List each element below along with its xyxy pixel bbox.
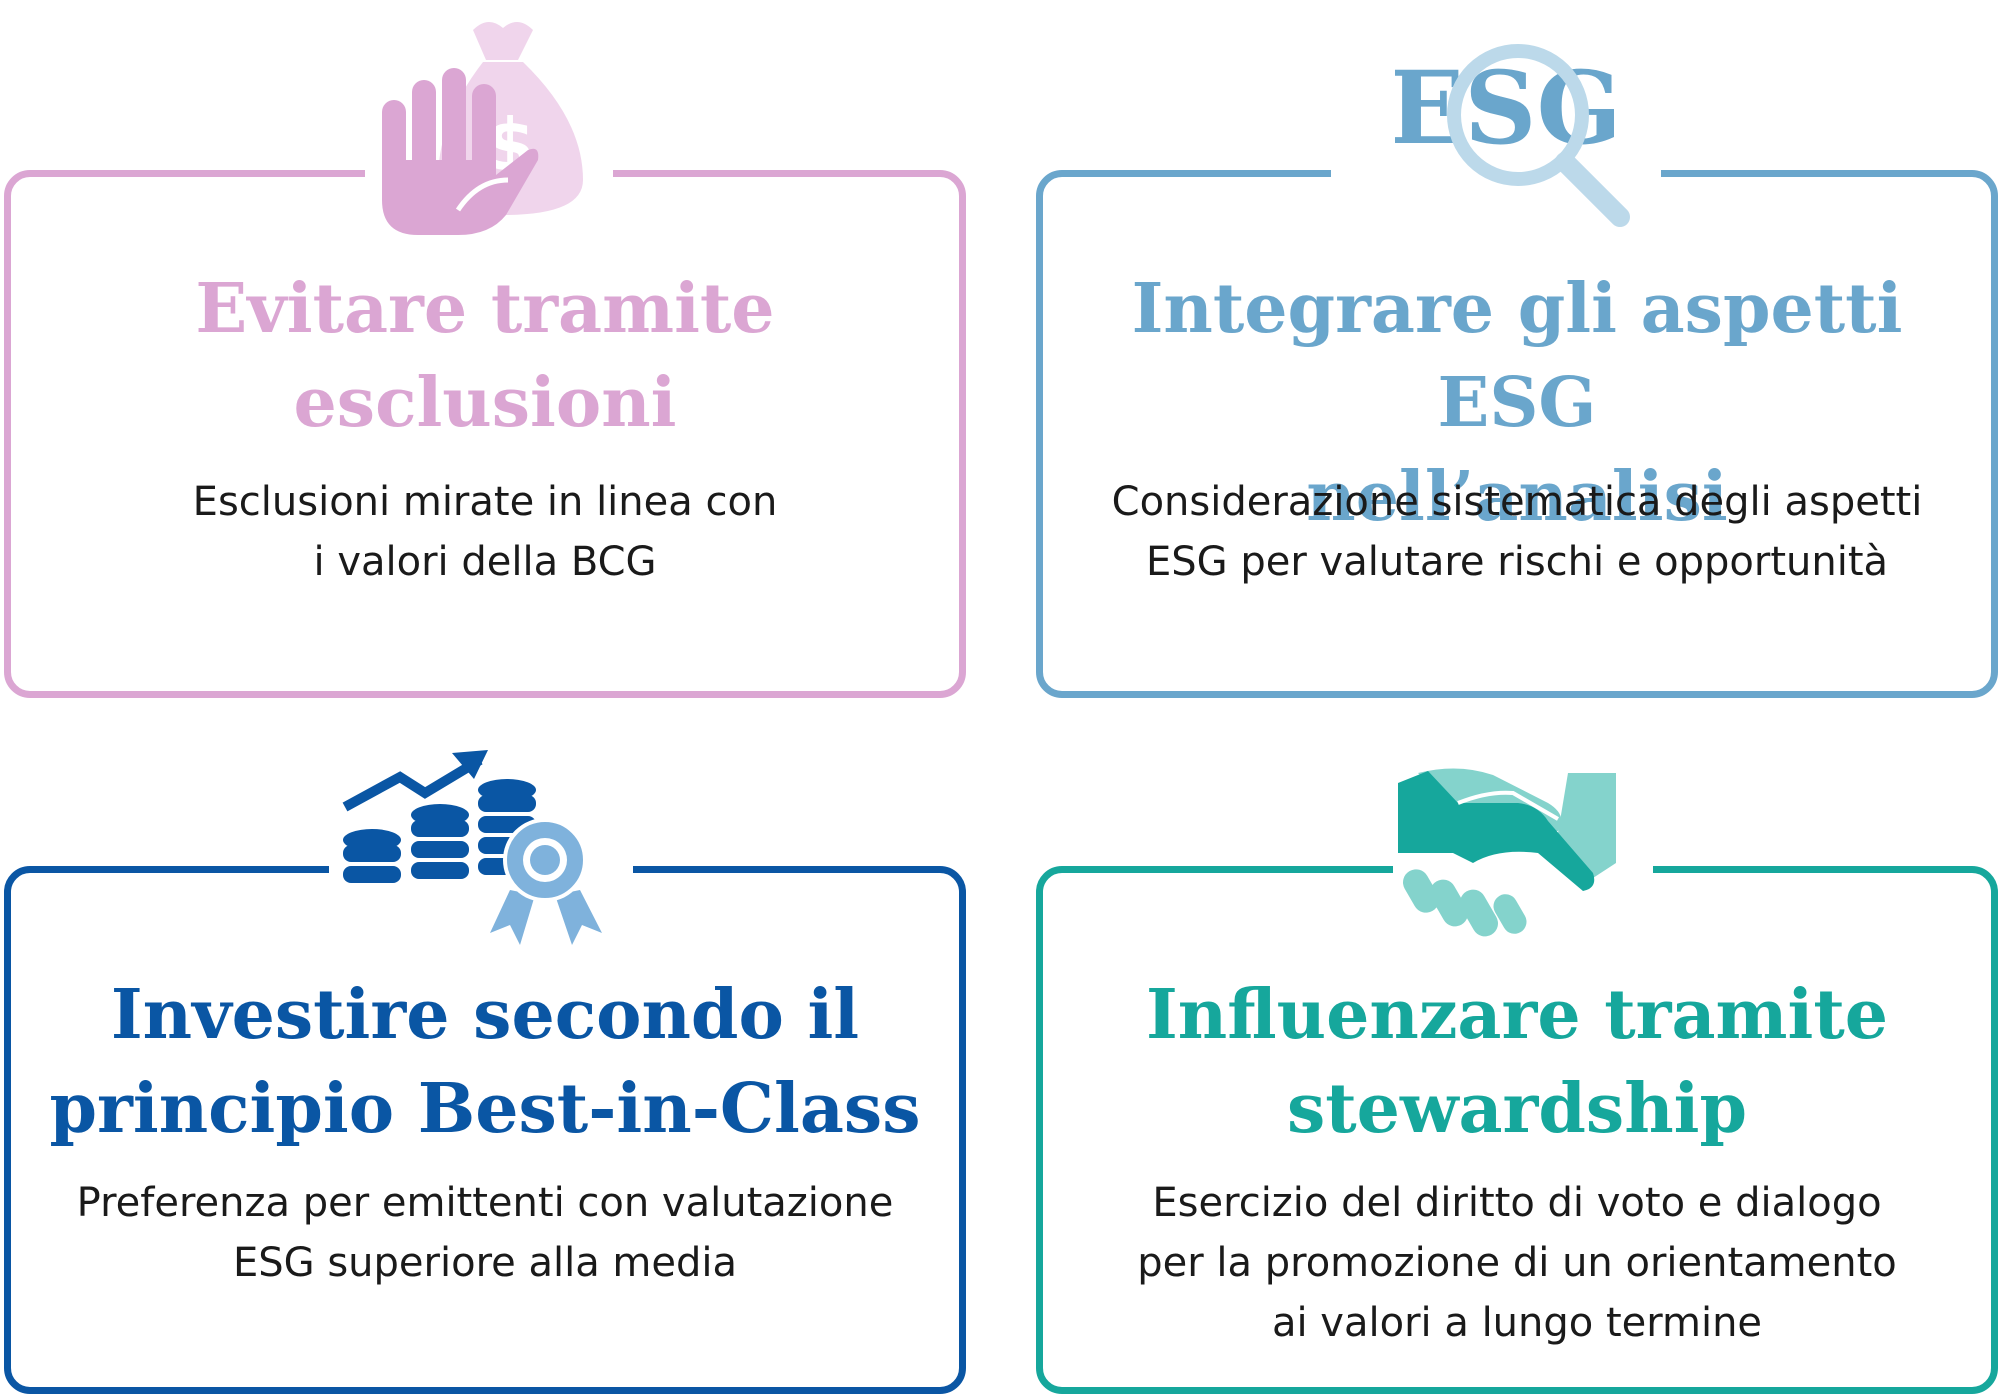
card-description-line-3: ai valori a lungo termine [1271,1300,1763,1346]
coins-growth-award-icon [340,745,630,950]
card-title-line-2: nell’analisi [1306,457,1728,537]
card-description-line-1: Preferenza per emittenti con valutazione [76,1180,894,1226]
card-title-line-1: Investire secondo il [110,975,860,1055]
card-title-line-2: esclusioni [293,363,677,443]
card-description-line-2: ESG per valutare rischi e opportunità [1145,539,1889,585]
card-title: Influenzare tramite stewardship [1043,968,1991,1156]
card-description: Esclusioni mirate in linea con i valori … [11,472,959,592]
card-title: Investire secondo il principio Best-in-C… [11,968,959,1156]
card-description-line-1: Esclusioni mirate in linea con [192,479,778,525]
esg-magnifier-icon: ESG [1388,35,1635,235]
card-description: Esercizio del diritto di voto e dialogo … [1043,1173,1991,1353]
card-description: Considerazione sistematica degli aspetti… [1043,472,1991,592]
card-evitare-tramite-esclusioni: Evitare tramite esclusioni Esclusioni mi… [4,167,966,698]
card-title: Integrare gli aspetti ESG nell’analisi [1043,262,1991,544]
card-description-line-2: i valori della BCG [313,539,657,585]
card-title: Evitare tramite esclusioni [11,262,959,450]
card-integrare-aspetti-esg: Integrare gli aspetti ESG nell’analisi C… [1036,167,1998,698]
card-description: Preferenza per emittenti con valutazione… [11,1173,959,1293]
card-description-line-1: Esercizio del diritto di voto e dialogo [1152,1180,1882,1226]
handshake-icon [1398,763,1618,943]
card-description-line-1: Considerazione sistematica degli aspetti [1111,479,1923,525]
card-investire-best-in-class: Investire secondo il principio Best-in-C… [4,863,966,1394]
card-title-line-1: Integrare gli aspetti ESG [1131,269,1903,443]
card-title-line-1: Influenzare tramite [1145,975,1889,1055]
card-title-line-1: Evitare tramite [195,269,775,349]
card-description-line-2: ESG superiore alla media [232,1240,738,1286]
card-title-line-2: stewardship [1286,1069,1748,1149]
card-description-line-2: per la promozione di un orientamento [1137,1240,1897,1286]
stop-hand-money-bag-icon: $ [378,10,593,240]
card-influenzare-stewardship: Influenzare tramite stewardship Esercizi… [1036,863,1998,1394]
card-title-line-2: principio Best-in-Class [49,1069,921,1149]
